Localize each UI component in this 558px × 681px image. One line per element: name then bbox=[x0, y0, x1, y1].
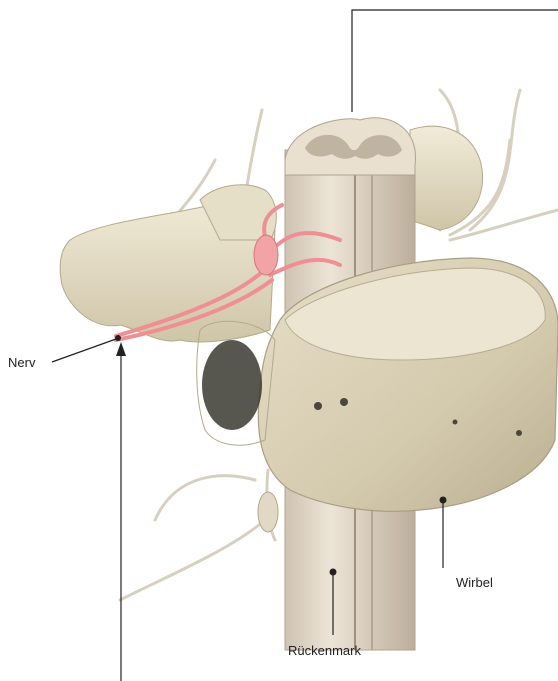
label-nerve: Nerv bbox=[8, 355, 35, 370]
label-vertebra: Wirbel bbox=[456, 575, 493, 590]
foramen-shadow bbox=[202, 340, 262, 430]
lower-nerve-fibres bbox=[120, 470, 275, 600]
lower-ganglion bbox=[258, 492, 278, 532]
right-transverse-process bbox=[410, 126, 483, 230]
label-spinal-cord: Rückenmark bbox=[288, 643, 361, 658]
red-ganglion bbox=[254, 235, 278, 275]
arrow-head bbox=[116, 342, 126, 356]
